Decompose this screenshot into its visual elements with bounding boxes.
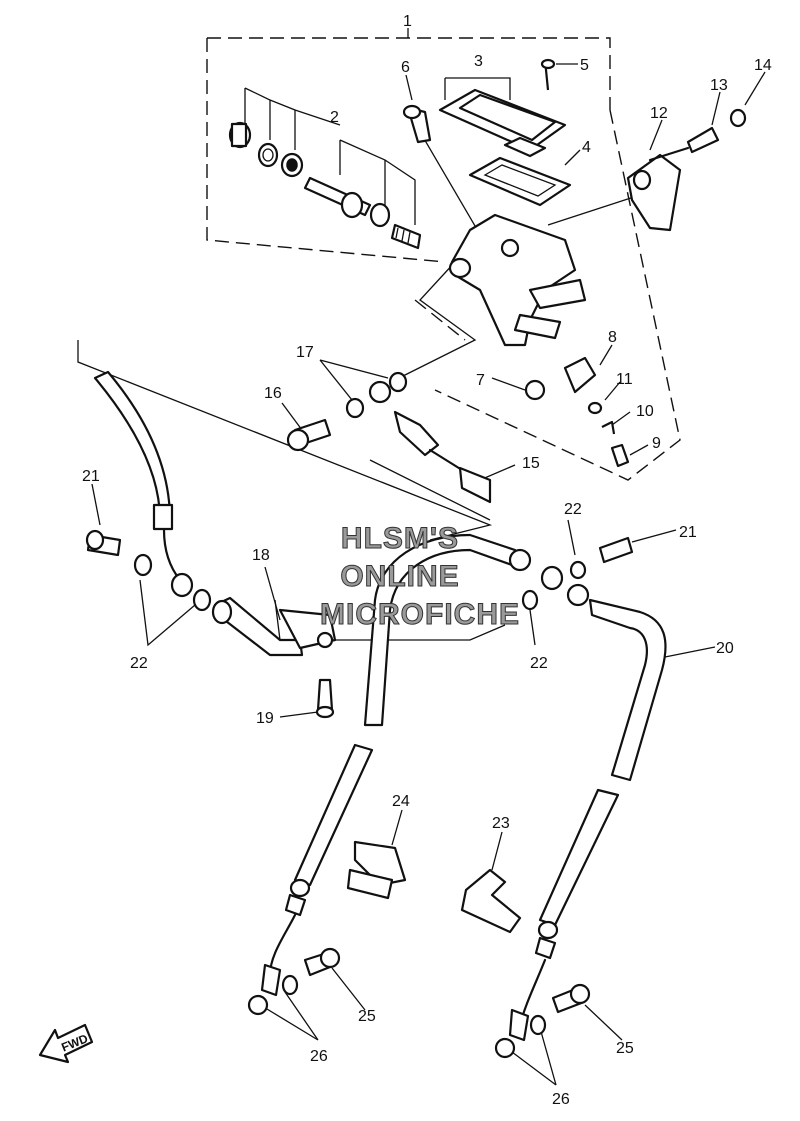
brake-hose-upper bbox=[368, 380, 492, 504]
callout-13: 13 bbox=[710, 77, 728, 94]
callout-18: 18 bbox=[252, 547, 270, 564]
master-cylinder-body bbox=[448, 213, 587, 347]
union-bolt-upper bbox=[286, 371, 408, 452]
callout-numbers: 1 2 3 4 5 6 7 8 9 10 11 12 13 14 15 16 1… bbox=[82, 13, 772, 1108]
callout-26-right: 26 bbox=[552, 1091, 570, 1108]
callout-9: 9 bbox=[652, 435, 661, 452]
callout-6: 6 bbox=[401, 59, 410, 76]
clamp-holder bbox=[626, 108, 747, 232]
callout-26-left: 26 bbox=[310, 1048, 328, 1065]
callout-25-right: 25 bbox=[616, 1040, 634, 1057]
callout-20: 20 bbox=[716, 640, 734, 657]
brake-hose-left bbox=[85, 370, 212, 612]
callout-24: 24 bbox=[392, 793, 410, 810]
callout-22-upper-right: 22 bbox=[564, 501, 582, 518]
callout-16: 16 bbox=[264, 385, 282, 402]
reservoir-cap bbox=[438, 58, 567, 158]
callout-23: 23 bbox=[492, 815, 510, 832]
callout-21-left: 21 bbox=[82, 468, 100, 485]
watermark-line-1: HLSM'S bbox=[341, 522, 459, 555]
callout-7: 7 bbox=[476, 372, 485, 389]
bleed-screw bbox=[402, 104, 432, 144]
callout-10: 10 bbox=[636, 403, 654, 420]
callout-4: 4 bbox=[582, 139, 591, 156]
brake-hose-lower-right bbox=[494, 788, 620, 1059]
assembly-outline bbox=[206, 37, 681, 481]
brake-pipe-joint bbox=[211, 596, 337, 719]
callout-17: 17 bbox=[296, 344, 314, 361]
callout-22-left: 22 bbox=[130, 655, 148, 672]
callout-8: 8 bbox=[608, 329, 617, 346]
piston-kit bbox=[228, 121, 422, 250]
watermark-line-3: MICROFICHE bbox=[320, 598, 520, 631]
callout-25-left: 25 bbox=[358, 1008, 376, 1025]
brake-hose-main bbox=[363, 533, 667, 782]
callout-11: 11 bbox=[616, 371, 633, 388]
forward-arrow-icon: FWD bbox=[38, 1023, 94, 1064]
callout-3: 3 bbox=[474, 53, 483, 70]
callout-14: 14 bbox=[754, 57, 772, 74]
diaphragm bbox=[468, 156, 572, 207]
callout-2: 2 bbox=[330, 109, 339, 126]
callout-22-lower-right: 22 bbox=[530, 655, 548, 672]
watermark: HLSM'S ONLINE MICROFICHE bbox=[320, 522, 520, 632]
hose-clamps bbox=[346, 840, 522, 934]
callout-15: 15 bbox=[522, 455, 540, 472]
callout-5: 5 bbox=[580, 57, 589, 74]
callout-19: 19 bbox=[256, 710, 274, 727]
callout-12: 12 bbox=[650, 105, 668, 122]
brake-switch bbox=[524, 356, 630, 468]
brake-hose-lower-left bbox=[247, 743, 374, 1016]
callout-1: 1 bbox=[403, 13, 412, 30]
callout-21-right: 21 bbox=[679, 524, 697, 541]
watermark-line-2: ONLINE bbox=[340, 560, 459, 593]
